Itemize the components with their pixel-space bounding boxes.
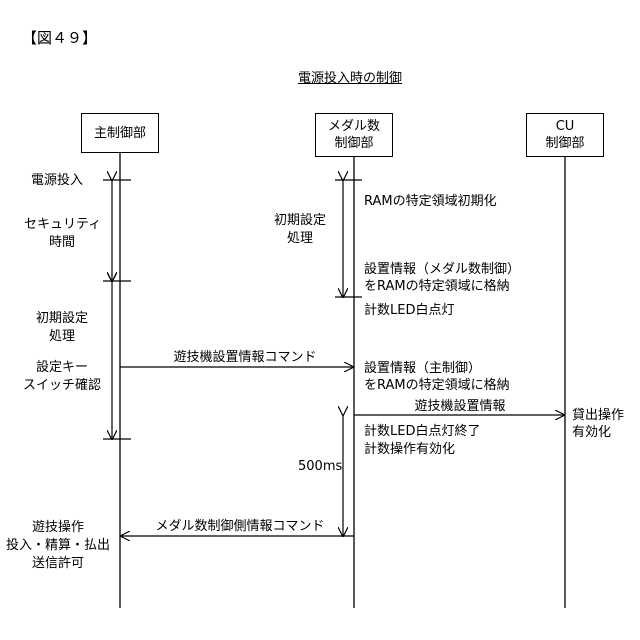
- label-power-on: 電源投入: [31, 172, 83, 189]
- label-medal-init-1: 初期設定: [262, 212, 338, 229]
- label-cu-enable-2: 有効化: [572, 424, 611, 441]
- lane-cu-label-2: 制御部: [545, 135, 584, 152]
- lane-medal-label-2: 制御部: [334, 135, 373, 152]
- label-store-main-2: をRAMの特定領域に格納: [364, 377, 510, 394]
- label-init-2: 処理: [24, 328, 100, 345]
- label-store-2: をRAMの特定領域に格納: [364, 278, 510, 295]
- lane-cu-label-1: CU: [556, 118, 575, 135]
- label-store-main-1: 設置情報（主制御）: [364, 360, 481, 377]
- lane-medal-box: メダル数 制御部: [315, 113, 393, 157]
- message-cmd-side: メダル数制御側情報コマンド: [140, 518, 340, 535]
- label-init-1: 初期設定: [24, 310, 100, 327]
- lane-main-label: 主制御部: [94, 125, 146, 142]
- label-led-end-2: 計数操作有効化: [364, 441, 455, 458]
- label-key-1: 設定キー: [20, 359, 104, 376]
- label-led-end-1: 計数LED白点灯終了: [364, 423, 480, 440]
- label-security-2: 時間: [24, 234, 100, 251]
- label-ram-init: RAMの特定領域初期化: [364, 193, 497, 210]
- label-allow-3: 送信許可: [6, 555, 110, 572]
- lane-main-box: 主制御部: [81, 113, 159, 153]
- lane-medal-label-1: メダル数: [328, 118, 380, 135]
- label-wait: 500ms: [298, 458, 342, 475]
- label-medal-init-2: 処理: [262, 230, 338, 247]
- label-led-on: 計数LED白点灯: [364, 302, 454, 319]
- label-allow-1: 遊技操作: [6, 519, 110, 536]
- lane-cu-box: CU 制御部: [526, 113, 604, 157]
- label-security-1: セキュリティ: [24, 216, 100, 233]
- message-setting-info: 遊技機設置情報: [390, 398, 530, 415]
- label-cu-enable-1: 貸出操作: [572, 407, 624, 424]
- message-cmd-setting: 遊技機設置情報コマンド: [150, 349, 340, 366]
- label-allow-2: 投入・精算・払出: [6, 537, 110, 554]
- label-store-1: 設置情報（メダル数制御）: [364, 261, 520, 278]
- label-key-2: スイッチ確認: [20, 377, 104, 394]
